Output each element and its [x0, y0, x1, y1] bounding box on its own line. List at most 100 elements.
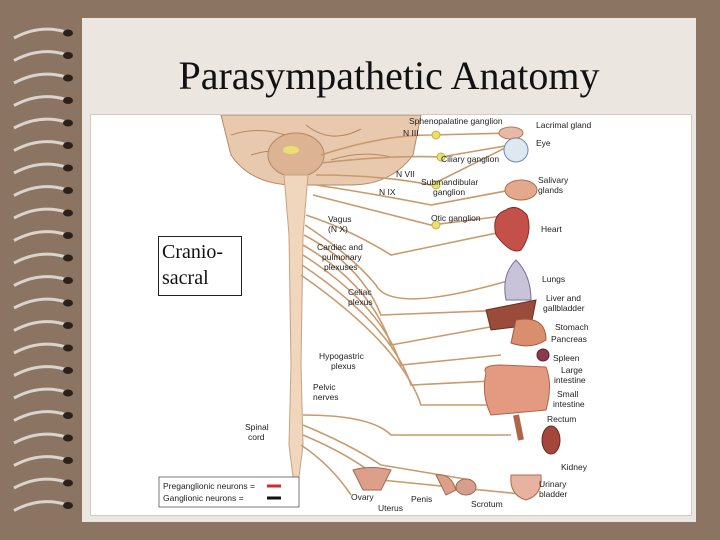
legend-ganglionic-label: Ganglionic neurons = [163, 493, 244, 503]
spiral-hole [63, 277, 73, 284]
label-gallbladder: gallbladder [543, 303, 585, 313]
organs [352, 126, 561, 501]
spiral-hole [63, 299, 73, 307]
anatomy-diagram: Sphenopalatine ganglion Lacrimal gland N… [158, 115, 592, 513]
label-salivary-glands: glands [538, 185, 563, 195]
legend: Preganglionic neurons = Ganglionic neuro… [158, 476, 300, 508]
spiral-ring [13, 50, 67, 62]
label-liver: Liver and [546, 293, 581, 303]
label-uterus: Uterus [378, 503, 403, 513]
spiral-ring [13, 185, 67, 197]
label-large-intestine: intestine [554, 375, 586, 385]
uterus-organ [352, 467, 392, 491]
spleen-organ [536, 348, 550, 362]
spiral-ring [13, 230, 67, 242]
spiral-binding [13, 27, 73, 512]
spiral-ring [13, 252, 67, 265]
label-celiac-plexus: plexus [348, 297, 373, 307]
spiral-hole [63, 254, 73, 262]
label-cardiac: Cardiac and [317, 242, 363, 252]
spiral-hole [63, 52, 73, 59]
spiral-hole [63, 232, 73, 239]
label-lungs: Lungs [542, 274, 565, 284]
label-salivary: Salivary [538, 175, 569, 185]
spiral-ring [13, 140, 67, 152]
spiral-hole [63, 457, 73, 464]
spiral-hole [63, 209, 73, 217]
spiral-ring [13, 297, 67, 310]
label-spleen: Spleen [553, 353, 580, 363]
spiral-hole [63, 29, 73, 37]
spiral-ring [13, 27, 67, 40]
label-pancreas: Pancreas [551, 334, 587, 344]
spiral-ring [13, 387, 67, 400]
spiral-ring [13, 320, 67, 332]
label-n7: N VII [396, 169, 415, 179]
salivary-glands-organ [504, 179, 538, 201]
label-hypogastric-plexus: plexus [331, 361, 356, 371]
spiral-hole [63, 322, 73, 329]
label-heart: Heart [541, 224, 562, 234]
spiral-ring [13, 162, 67, 175]
spiral-hole [63, 344, 73, 352]
spiral-hole [63, 187, 73, 194]
callout-line-2: sacral [162, 267, 209, 289]
spiral-ring [13, 432, 67, 445]
lacrimal-gland-organ [498, 126, 524, 140]
label-kidney: Kidney [561, 462, 588, 472]
kidney-organ [541, 425, 561, 455]
spiral-hole [63, 74, 73, 82]
label-pulmonary: pulmonary [322, 252, 362, 262]
label-plexuses: plexuses [324, 262, 358, 272]
label-urinary: Urinary [539, 479, 567, 489]
spiral-ring [13, 72, 67, 85]
label-vagus-nx: (N X) [328, 224, 348, 234]
spinal-cord [283, 174, 309, 486]
intestines-organ [483, 364, 550, 416]
spiral-ring [13, 455, 67, 467]
label-spinal-cord: cord [248, 432, 265, 442]
label-penis: Penis [411, 494, 432, 504]
spiral-ring [13, 365, 67, 377]
scrotum-organ [455, 478, 477, 496]
label-n9: N IX [379, 187, 396, 197]
label-submandibular: Submandibular [421, 177, 478, 187]
spiral-ring [13, 410, 67, 422]
label-hypogastric: Hypogastric [319, 351, 365, 361]
label-spinal: Spinal [245, 422, 269, 432]
label-stomach: Stomach [555, 322, 589, 332]
spiral-ring [13, 117, 67, 130]
label-eye: Eye [536, 138, 551, 148]
label-pelvic: Pelvic [313, 382, 336, 392]
spiral-hole [63, 389, 73, 397]
callout-line-1: Cranio- [162, 241, 224, 263]
label-sphenopalatine-ganglion: Sphenopalatine ganglion [409, 116, 503, 126]
label-vagus: Vagus [328, 214, 351, 224]
label-large: Large [561, 365, 583, 375]
label-pelvic-nerves: nerves [313, 392, 339, 402]
spiral-ring [13, 477, 67, 490]
craniosacral-callout: Cranio- sacral [158, 236, 242, 296]
heart-organ [494, 206, 530, 252]
spiral-ring [13, 500, 67, 512]
label-celiac: Celiac [348, 287, 372, 297]
spiral-hole [63, 502, 73, 509]
spiral-hole [63, 434, 73, 442]
brain [220, 115, 422, 186]
label-small-intestine: intestine [553, 399, 585, 409]
spiral-hole [63, 119, 73, 127]
penis-organ [435, 474, 457, 496]
spiral-hole [63, 367, 73, 374]
spiral-hole [63, 412, 73, 419]
slide-title: Parasympathetic Anatomy [178, 53, 600, 98]
spiral-ring [13, 275, 67, 287]
spiral-hole [63, 164, 73, 172]
spiral-ring [13, 95, 67, 107]
lungs-organ [504, 259, 532, 301]
spiral-ring [13, 207, 67, 220]
label-submandibular-ganglion: ganglion [433, 187, 465, 197]
spiral-ring [13, 342, 67, 355]
rectum-organ [513, 414, 524, 441]
label-small: Small [557, 389, 578, 399]
